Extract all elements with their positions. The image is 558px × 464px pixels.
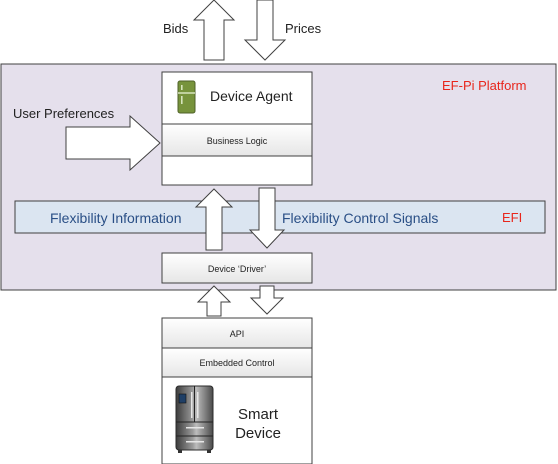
driver-down-arrow	[249, 285, 285, 315]
efi-label: EFI	[502, 210, 522, 225]
bids-arrow-up	[192, 0, 236, 61]
api-label: API	[230, 329, 245, 339]
ef-pi-platform-title: EF-Pi Platform	[442, 78, 527, 93]
flexibility-control-signals-label: Flexibility Control Signals	[282, 210, 438, 226]
device-driver-box	[161, 252, 313, 284]
smart-device-title-line2: Device	[235, 425, 281, 442]
user-preferences-arrow	[65, 114, 161, 172]
embedded-control-label: Embedded Control	[199, 358, 274, 368]
fridge-icon	[177, 80, 196, 114]
refrigerator-icon	[175, 385, 214, 453]
device-agent-title: Device Agent	[210, 88, 293, 104]
smart-device-title-line1: Smart	[238, 406, 279, 423]
embedded-control-band	[161, 347, 313, 378]
prices-arrow-down	[243, 0, 287, 61]
business-logic-band	[161, 123, 313, 157]
business-logic-label: Business Logic	[207, 136, 268, 146]
device-driver-label: Device ‘Driver’	[208, 264, 266, 274]
user-preferences-label: User Preferences	[13, 106, 115, 121]
api-band	[161, 317, 313, 349]
flexibility-information-label: Flexibility Information	[50, 210, 182, 226]
flexibility-control-signals-arrow-down	[248, 187, 286, 249]
bids-label: Bids	[163, 21, 189, 36]
flexibility-information-arrow-up	[194, 188, 234, 251]
driver-up-arrow	[196, 285, 232, 317]
prices-label: Prices	[285, 21, 322, 36]
